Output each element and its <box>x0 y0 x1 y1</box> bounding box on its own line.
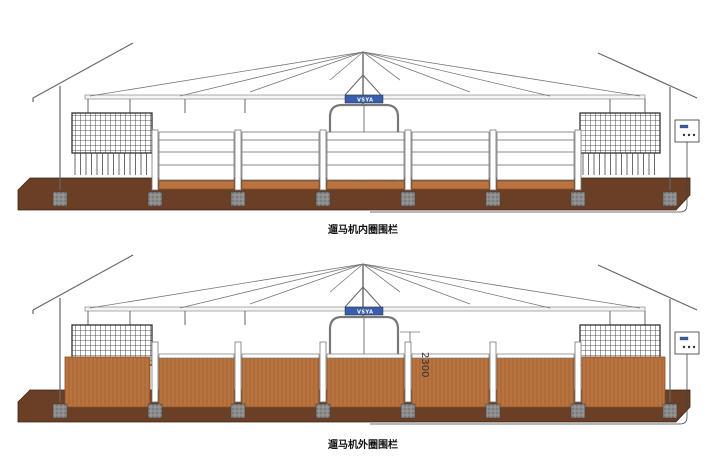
fence-post <box>319 129 327 191</box>
post-footing <box>662 403 678 419</box>
control-cable-run <box>370 204 688 213</box>
control-box <box>674 119 700 143</box>
control-box-button <box>682 133 686 137</box>
tension-rod <box>362 263 551 309</box>
fence-post <box>404 341 412 403</box>
inner-fence-caption: 遛马机内圈围栏 <box>327 223 398 236</box>
wood-panel-top-rail <box>496 353 575 359</box>
post-footing <box>52 403 68 419</box>
fence-post <box>489 129 497 191</box>
tension-rod <box>362 263 401 293</box>
fence-post <box>151 341 159 403</box>
logo-text: VSYA <box>357 98 373 104</box>
fence-panel-frame <box>326 131 405 181</box>
wood-panel-side <box>581 356 666 408</box>
tension-rod <box>179 51 364 97</box>
mast-brace-right <box>362 74 382 96</box>
outer-fence-caption: 遛马机外圈围栏 <box>327 438 398 451</box>
post-footing <box>315 403 331 419</box>
fence-post <box>151 129 159 191</box>
tension-rod <box>89 51 364 97</box>
control-box-button <box>682 345 686 349</box>
outer-fence-diagram: VSYA 2300 <box>17 254 700 425</box>
tension-rod <box>362 51 641 97</box>
post-footing <box>570 191 586 207</box>
control-box-button <box>692 133 696 137</box>
logo-plate <box>344 306 384 316</box>
kick-board <box>326 180 405 190</box>
tension-rod <box>362 51 471 93</box>
mast-brace-left <box>344 286 364 308</box>
tension-rod <box>249 263 364 305</box>
fence-post <box>489 341 497 403</box>
tension-rod <box>329 51 364 81</box>
inner-fence-diagram: VSYA <box>17 42 700 213</box>
fence-post <box>319 341 327 403</box>
post-footing <box>662 191 678 207</box>
roof-right-beam <box>597 52 698 99</box>
post-footing <box>570 403 586 419</box>
fence-post <box>234 129 242 191</box>
tension-rod <box>362 51 401 81</box>
wood-panel <box>158 356 235 408</box>
post-footing <box>400 191 416 207</box>
control-box <box>674 331 700 355</box>
logo-text: VSYA <box>357 310 373 316</box>
tension-rod <box>362 51 551 97</box>
tension-rod <box>89 263 364 309</box>
logo-plate <box>344 94 384 104</box>
post-footing <box>315 191 331 207</box>
tension-rod <box>329 263 364 293</box>
control-cable-run <box>370 416 688 425</box>
mast-brace-right <box>362 286 382 308</box>
kick-board <box>496 180 575 190</box>
kick-board <box>241 180 320 190</box>
wood-panel-top-rail <box>158 353 235 359</box>
control-box-button <box>687 345 691 349</box>
post-footing <box>147 403 163 419</box>
wood-panel <box>496 356 575 408</box>
hay-rack-grid <box>71 112 153 154</box>
tension-rod <box>179 263 364 309</box>
post-footing <box>400 403 416 419</box>
fence-post <box>574 129 582 191</box>
fence-panel-frame <box>496 131 575 181</box>
control-box-screen <box>679 124 689 129</box>
wood-panel-side <box>64 356 151 408</box>
control-box-button <box>687 133 691 137</box>
post-footing <box>485 191 501 207</box>
kick-board <box>158 180 235 190</box>
kick-board <box>411 180 490 190</box>
wood-panel <box>326 356 405 408</box>
post-footing <box>230 191 246 207</box>
roof-left-beam <box>32 42 134 99</box>
wood-panel <box>241 356 320 408</box>
post-footing <box>485 403 501 419</box>
gate-height-label: 2300 <box>419 352 430 377</box>
post-footing <box>147 191 163 207</box>
roof-left-beam <box>32 254 134 311</box>
roof-right-beam <box>597 264 698 311</box>
wood-panel-top-rail <box>241 353 320 359</box>
tension-rod <box>249 51 364 93</box>
post-footing <box>230 403 246 419</box>
control-box-button <box>692 345 696 349</box>
fence-post <box>574 341 582 403</box>
tension-rod <box>362 263 471 305</box>
fence-panel-frame <box>158 131 235 181</box>
wood-panel-top-rail <box>411 353 490 359</box>
fence-post <box>234 341 242 403</box>
mast-brace-left <box>344 74 364 96</box>
tension-rod <box>362 263 641 309</box>
control-box-screen <box>679 336 689 341</box>
post-footing <box>52 191 68 207</box>
fence-panel-frame <box>411 131 490 181</box>
hay-rack-grid <box>579 112 661 154</box>
wood-panel-top-rail <box>326 353 405 359</box>
fence-panel-frame <box>241 131 320 181</box>
fence-post <box>404 129 412 191</box>
